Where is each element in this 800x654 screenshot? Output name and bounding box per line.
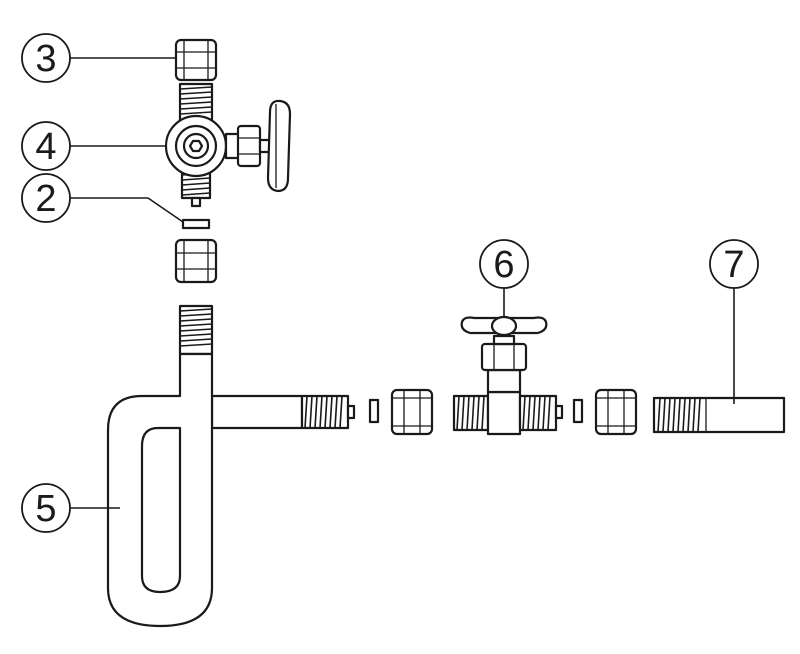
callout-5: 5 (21, 483, 71, 533)
callout-2-label: 2 (35, 178, 56, 220)
union-nut-right (594, 388, 638, 436)
ring-right (572, 398, 584, 424)
callout-4: 4 (21, 121, 71, 171)
ring-left (368, 398, 380, 424)
callout-3-label: 3 (35, 38, 56, 80)
part-6-valve (452, 315, 564, 436)
union-nut-lower (174, 238, 218, 284)
callout-7-label: 7 (723, 244, 744, 286)
callout-2: 2 (21, 173, 71, 223)
leader-2 (70, 197, 184, 223)
part-4-valve (164, 82, 292, 208)
part-2-ring-upper (181, 218, 211, 230)
callout-6: 6 (479, 239, 529, 289)
callout-4-label: 4 (35, 126, 56, 168)
callout-6-label: 6 (493, 244, 514, 286)
part-5-siphon (106, 304, 356, 628)
callout-3: 3 (21, 33, 71, 83)
callout-7: 7 (709, 239, 759, 289)
part-3-nut (174, 38, 218, 82)
union-nut-left (390, 388, 434, 436)
part-7-pipe (652, 396, 786, 434)
callout-5-label: 5 (35, 488, 56, 530)
